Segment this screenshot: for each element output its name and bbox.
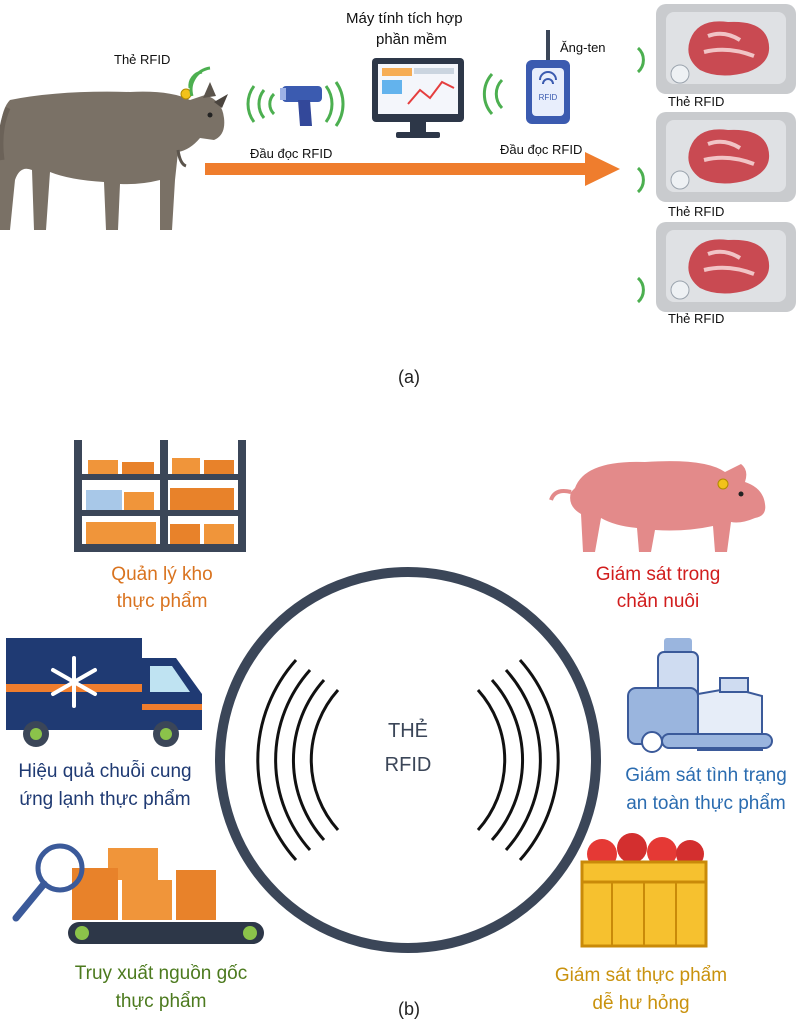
livestock-label-line1: Giám sát trong [595,564,721,585]
fixed-reader-icon: RFID [482,30,570,124]
tray-3-label: Thẻ RFID [668,311,725,326]
computer-monitor-icon [372,58,464,138]
meat-tray-icon [636,4,796,94]
reader-device-text: RFID [539,93,558,102]
rfid-ring [215,567,601,953]
flow-arrow [205,152,620,186]
pig-illustration [549,461,766,552]
reader1-label: Đầu đọc RFID [250,146,333,161]
warehouse-label-line2: thực phẩm [116,591,208,612]
coldchain-label-line2: ứng lạnh thực phẩm [19,789,191,810]
food-products-icon [627,638,773,753]
tray-2-label: Thẻ RFID [668,204,725,219]
traceability-label-line1: Truy xuất nguồn gốc [74,963,248,984]
safety-label-line1: Giám sát tình trạng [625,765,787,786]
antenna-label: Ăng-ten [560,40,606,55]
center-label-line1: THẺ [388,720,428,742]
livestock-label-line2: chăn nuôi [616,591,700,612]
computer-label-line2: phần mềm [376,31,447,48]
coldchain-label-line1: Hiệu quả chuỗi cung [18,761,192,782]
cow-tag-signal-icon [188,66,211,97]
computer-label-line1: Máy tính tích hợp [346,10,463,27]
perishable-label-line1: Giám sát thực phẩm [554,965,728,986]
reader2-label: Đầu đọc RFID [500,142,583,157]
signal-waves-left-icon [256,659,340,861]
center-label-line2: RFID [384,754,432,776]
perishable-label-line2: dễ hư hỏng [592,993,690,1014]
snowflake-icon [51,656,97,708]
safety-label-line2: an toàn thực phẩm [626,793,786,814]
apple-crate-icon [580,833,708,948]
meat-tray-icon [636,222,796,312]
handheld-reader-icon [246,81,345,127]
tray-1-label: Thẻ RFID [668,94,725,109]
cow-tag-label: Thẻ RFID [114,52,171,67]
magnifier-icon [12,843,85,922]
meat-tray-icon [636,112,796,202]
caption-b: (b) [398,999,420,1019]
refrigerated-truck-icon [6,638,202,747]
cow-illustration [0,82,228,231]
signal-waves-right-icon [476,659,560,861]
warehouse-shelves-icon [74,440,246,552]
warehouse-label-line1: Quản lý kho [111,564,213,585]
traceability-label-line2: thực phẩm [115,991,207,1012]
traceability-conveyor-icon [12,843,264,944]
caption-a: (a) [398,367,420,387]
